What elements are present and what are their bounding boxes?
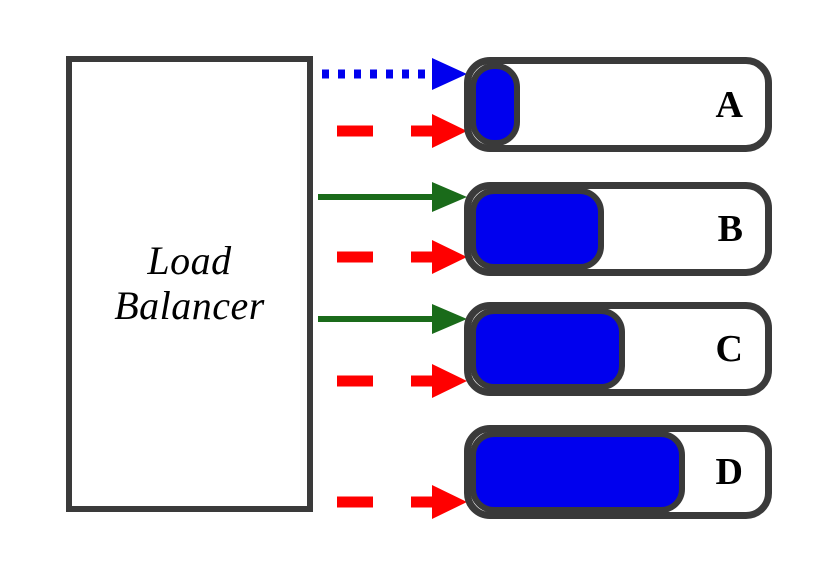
server-load-fill-d (470, 431, 685, 513)
load-balancer-label: Load Balancer (114, 238, 265, 328)
blue-dotted-arrow-to-a (322, 58, 467, 90)
red-dashed-arrow-to-b (337, 240, 467, 274)
server-label-d: D (715, 451, 743, 493)
server-bar-c: C (464, 302, 772, 396)
server-label-a: A (715, 83, 743, 126)
server-label-c: C (715, 328, 743, 370)
green-solid-arrow-to-c (318, 304, 467, 334)
load-balancer-box: Load Balancer (66, 56, 313, 512)
red-dashed-arrow-to-d (337, 485, 467, 519)
server-load-fill-b (470, 188, 604, 270)
red-dashed-arrow-to-c (337, 364, 467, 398)
red-dashed-arrow-to-a (337, 114, 467, 148)
server-label-b: B (717, 208, 743, 250)
server-bar-b: B (464, 182, 772, 276)
server-bar-a: A (464, 57, 772, 152)
green-solid-arrow-to-b (318, 182, 467, 212)
server-load-fill-c (470, 308, 625, 390)
server-load-fill-a (470, 63, 520, 146)
server-bar-d: D (464, 425, 772, 519)
